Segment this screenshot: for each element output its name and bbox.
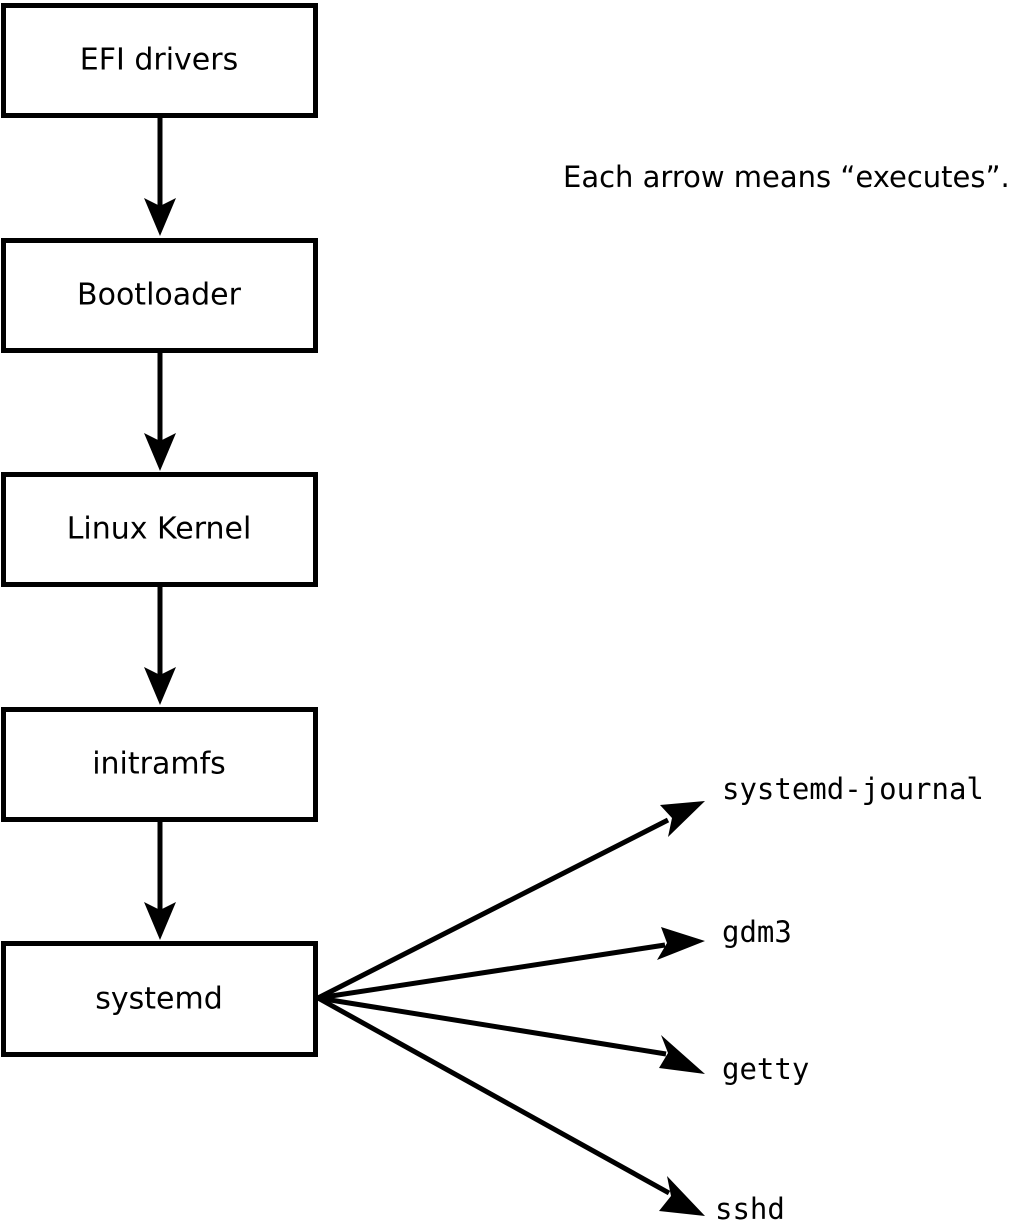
arrow-initramfs-to-systemd [144, 822, 176, 940]
arrow-head-icon [659, 1176, 705, 1216]
arrow-systemd-to-sshd [316, 995, 705, 1216]
node-box-efi-drivers [1, 3, 318, 118]
arrow-head-icon [657, 927, 705, 960]
arrow-shaft [316, 995, 671, 1196]
arrow-head-icon [144, 433, 176, 471]
node-label-linux-kernel: Linux Kernel [67, 512, 252, 547]
service-label-systemd-journal: systemd-journal [722, 772, 984, 806]
node-linux-kernel[interactable]: Linux Kernel [1, 472, 318, 587]
arrow-systemd-to-gdm3 [317, 927, 705, 1001]
arrow-linux-kernel-to-initramfs [144, 587, 176, 705]
service-label-getty: getty [722, 1052, 809, 1086]
node-label-systemd: systemd [95, 982, 223, 1017]
arrow-head-icon [144, 198, 176, 236]
boot-chain-group: EFI drivers Bootloader Linux Kernel init… [1, 3, 318, 1057]
legend-caption: Each arrow means “executes”. [563, 160, 1010, 194]
arrow-shaft [317, 995, 667, 1057]
node-label-initramfs: initramfs [92, 747, 226, 782]
arrow-shaft [316, 817, 670, 1001]
node-box-linux-kernel [1, 472, 318, 587]
node-box-initramfs [1, 707, 318, 822]
node-label-bootloader: Bootloader [77, 278, 242, 313]
node-initramfs[interactable]: initramfs [1, 707, 318, 822]
node-systemd[interactable]: systemd [1, 941, 318, 1057]
node-label-efi-drivers: EFI drivers [80, 43, 238, 78]
arrow-head-icon [144, 667, 176, 705]
arrow-head-icon [659, 1035, 705, 1074]
service-label-sshd: sshd [715, 1192, 785, 1226]
arrow-efi-drivers-to-bootloader [144, 118, 176, 236]
arrow-head-icon [660, 801, 705, 837]
node-bootloader[interactable]: Bootloader [1, 238, 318, 353]
arrow-systemd-to-getty [317, 995, 705, 1074]
node-box-bootloader [1, 238, 318, 353]
arrow-systemd-to-systemd-journal [316, 801, 705, 1001]
systemd-fanout-group: systemd-journal gdm3 getty sshd [316, 772, 984, 1226]
arrow-head-icon [144, 902, 176, 940]
arrow-bootloader-to-linux-kernel [144, 353, 176, 471]
arrow-shaft [317, 942, 666, 1001]
service-label-gdm3: gdm3 [722, 915, 792, 949]
node-box-systemd [1, 941, 318, 1057]
chain-arrows-group [144, 118, 176, 940]
node-efi-drivers[interactable]: EFI drivers [1, 3, 318, 118]
